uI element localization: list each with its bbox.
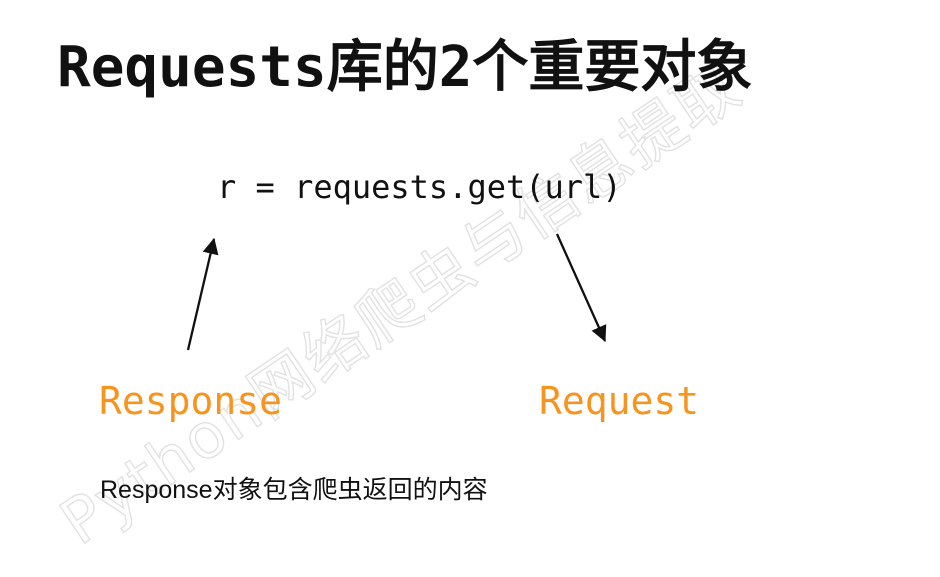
request-object-label: Request — [539, 379, 700, 423]
arrow-to-request-icon — [555, 233, 607, 343]
response-note: Response对象包含爬虫返回的内容 — [100, 476, 488, 504]
arrow-to-code-from-response-icon — [186, 237, 219, 351]
response-object-label: Response — [99, 379, 283, 423]
slide-title: Requests库的2个重要对象 — [57, 35, 753, 100]
code-snippet: r = requests.get(url) — [217, 168, 622, 206]
